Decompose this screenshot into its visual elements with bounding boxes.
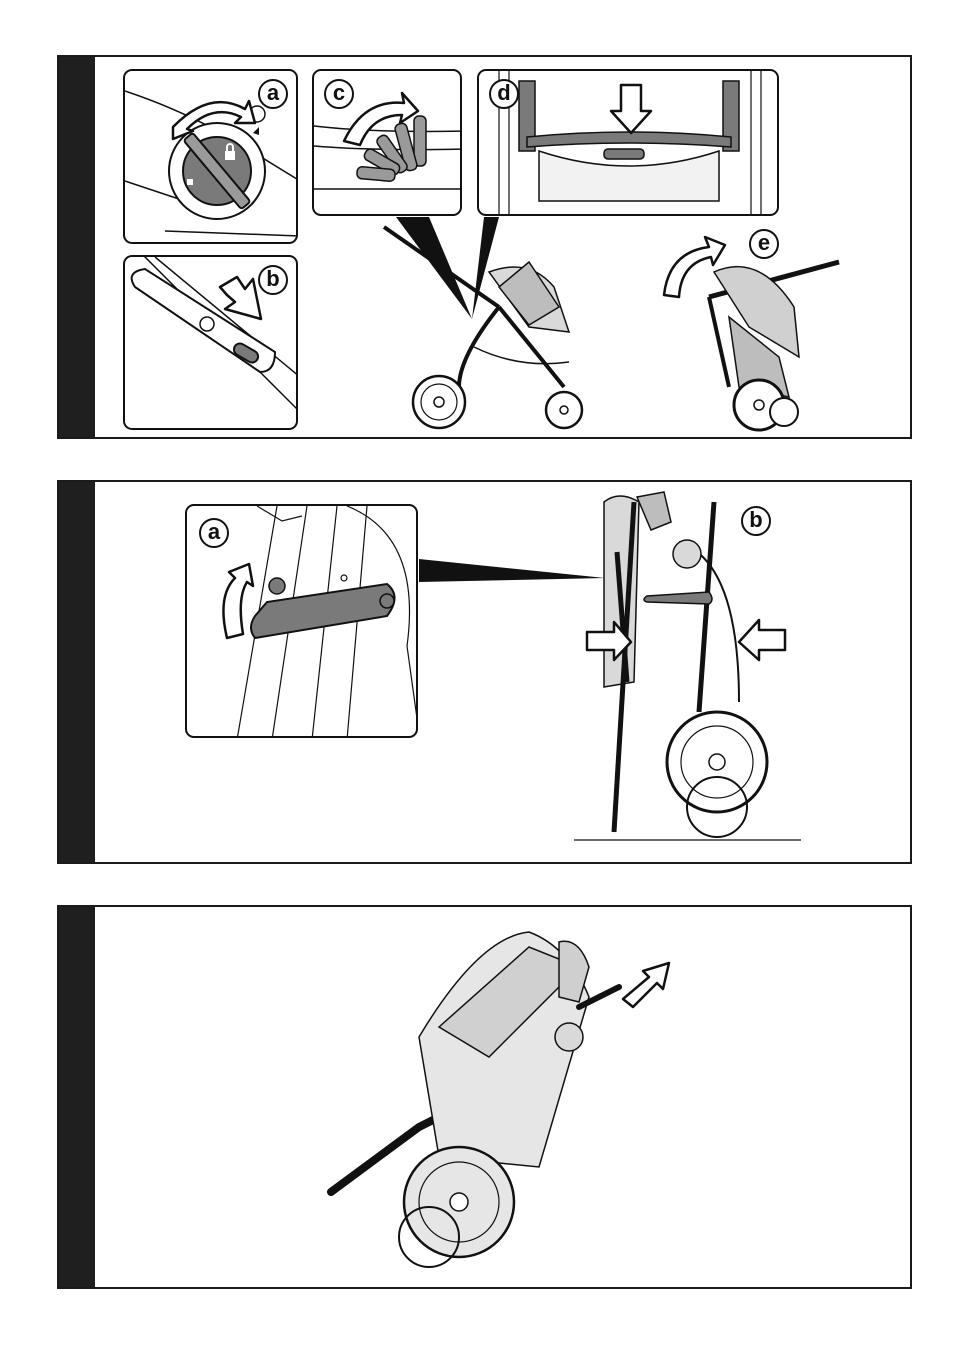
step-badge-b: b (741, 506, 771, 536)
stroller-folded-standing-illustration (59, 482, 912, 864)
pull-arrow-icon (623, 963, 669, 1007)
stroller-open-illustration (59, 57, 912, 439)
press-arrow-icon (739, 620, 785, 660)
stroller-folded-tilted-illustration (59, 907, 912, 1289)
step-panel-3 (57, 905, 912, 1289)
step-panel-1: a b c (57, 55, 912, 439)
step-badge-e: e (749, 229, 779, 259)
step-panel-2: a b (57, 480, 912, 864)
rotate-arrow-icon (664, 237, 725, 297)
